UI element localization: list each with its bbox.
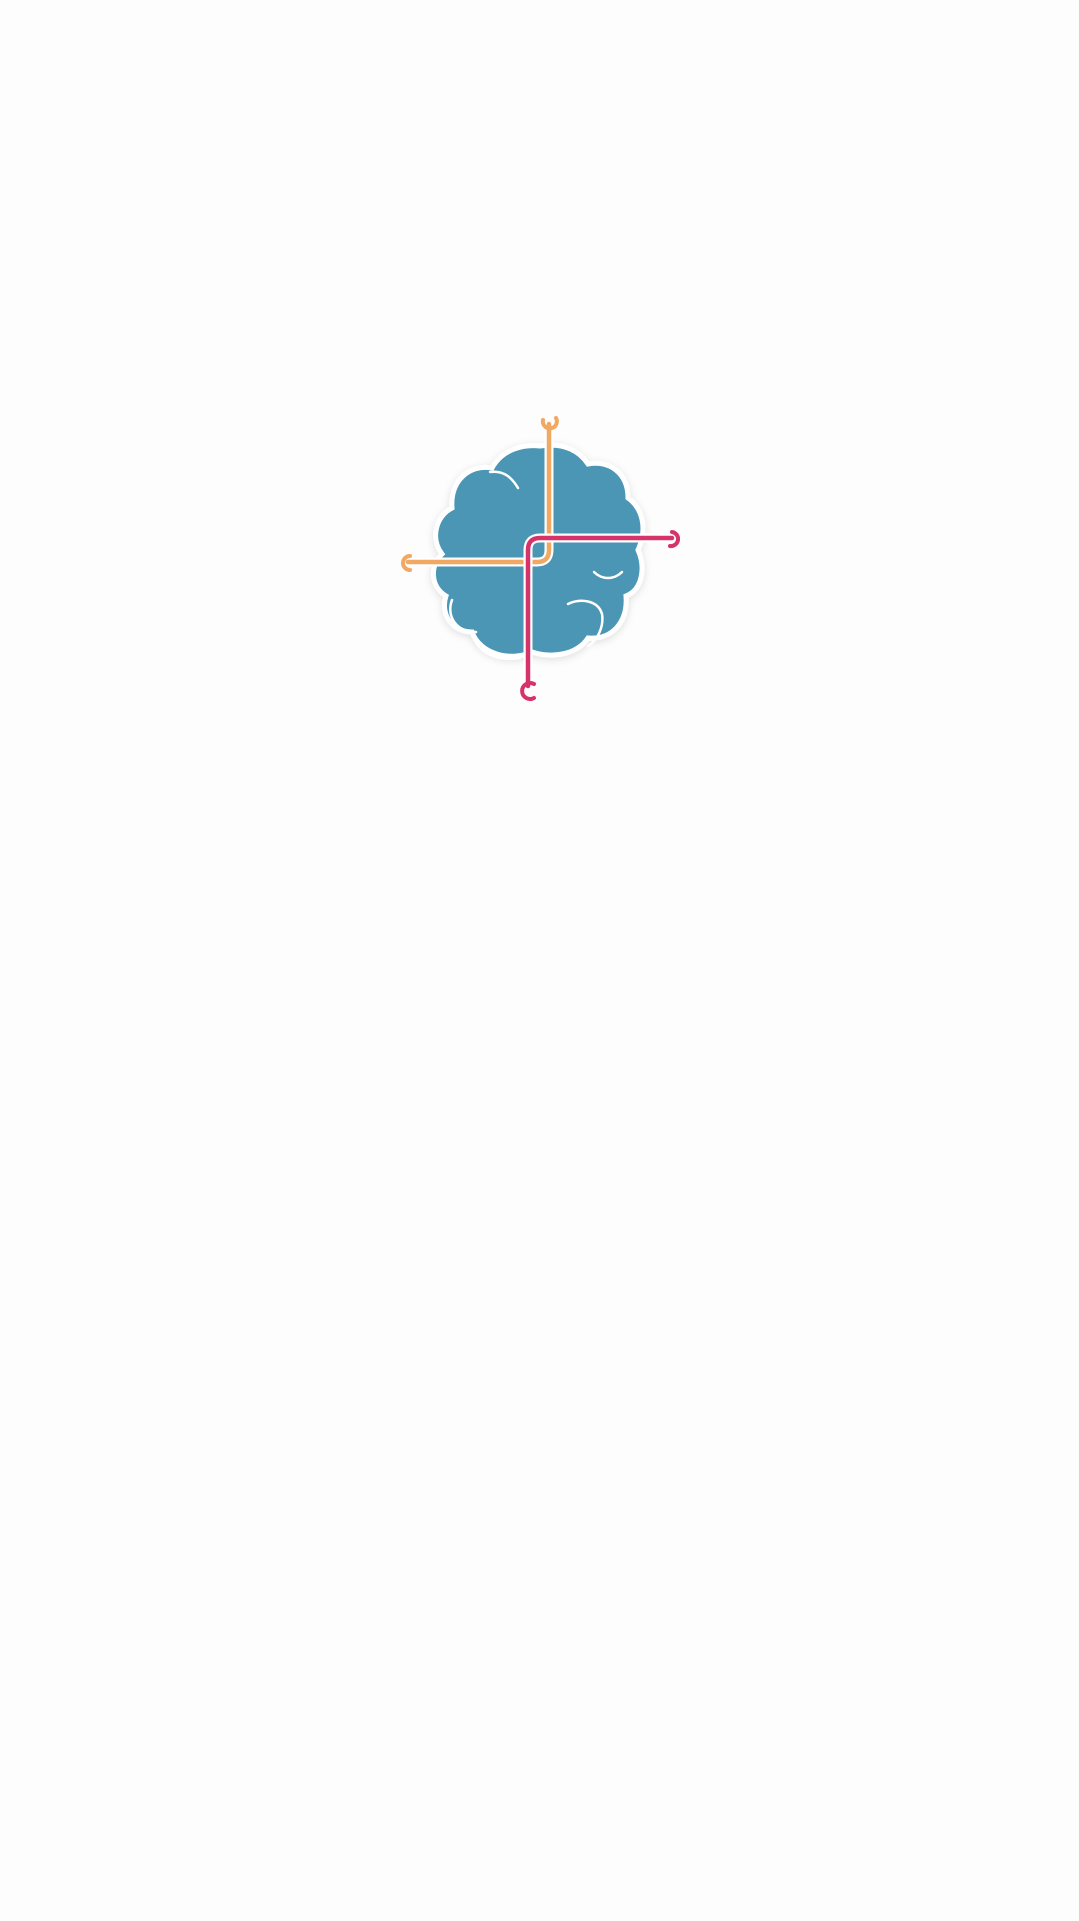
- circuit-node-top: [540, 416, 559, 431]
- brain-circuit-logo-icon: [380, 400, 700, 720]
- brain-shape: [431, 442, 646, 659]
- circuit-node-bottom: [520, 681, 536, 701]
- circuit-node-right: [668, 530, 681, 549]
- circuit-node-left: [401, 554, 412, 572]
